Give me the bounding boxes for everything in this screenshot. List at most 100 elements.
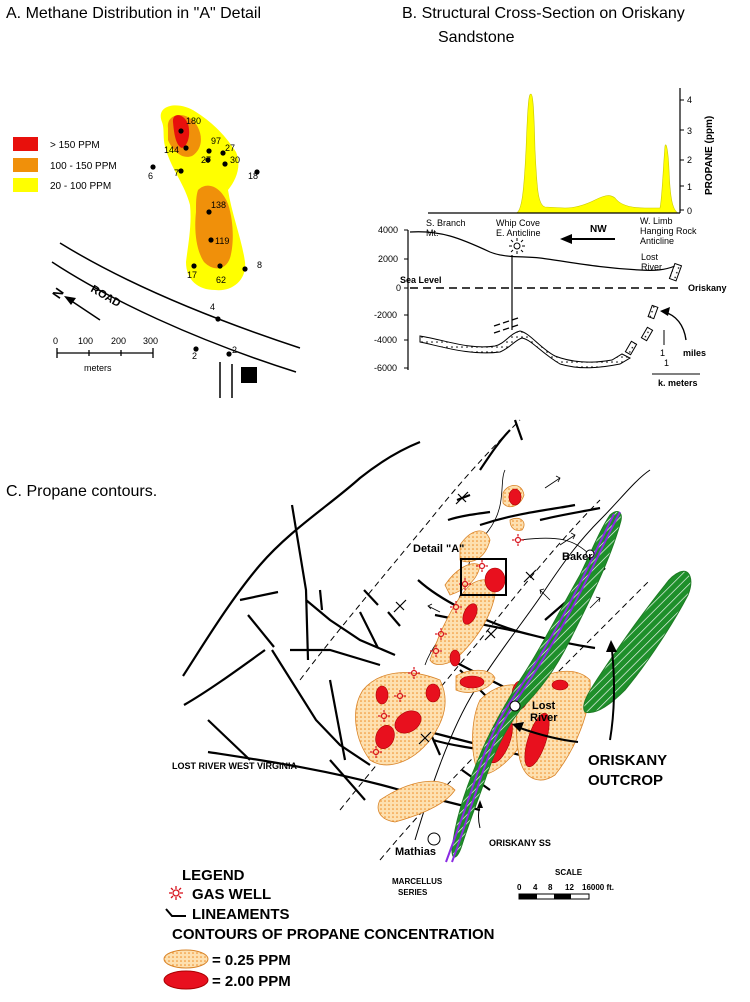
scale-tick: 16000 ft. (582, 883, 614, 892)
sample-point (208, 237, 214, 243)
sample-point (206, 148, 212, 154)
outcrop-arrows (477, 640, 617, 829)
panel-c-scale-bar: SCALE 0 4 8 12 16000 ft. (517, 868, 614, 900)
label-lost-river-wv: LOST RIVER WEST VIRGINIA (172, 761, 298, 771)
label-baker: Baker (562, 551, 593, 563)
depth-tick-label: 2000 (378, 254, 398, 264)
sample-point (220, 150, 226, 156)
panel-b-scale: 1 1 miles k. meters (652, 330, 706, 388)
sample-point (226, 351, 232, 357)
panel-a-title: A. Methane Distribution in "A" Detail (6, 5, 262, 22)
panel-b-title-line2: Sandstone (438, 29, 515, 46)
sample-label: 2 (232, 345, 237, 355)
sample-label: 6 (148, 171, 153, 181)
sample-label: 27 (225, 143, 235, 153)
sample-point (222, 161, 228, 167)
gas-well-icon (430, 645, 442, 657)
sample-label: 180 (186, 116, 201, 126)
scale-tick: 300 (143, 336, 158, 346)
propane-tick-label: 0 (687, 206, 692, 216)
legend-025-swatch (163, 949, 209, 969)
propane-ticks: 4 3 2 1 0 (680, 95, 692, 216)
lost-river-town-icon (509, 700, 521, 712)
panel-a: > 150 PPM 100 - 150 PPM 20 - 100 PPM (13, 105, 301, 398)
legend-200-label: = 2.00 PPM (212, 973, 291, 990)
panel-c-title: C. Propane contours. (6, 483, 158, 500)
legend-025-label: = 0.25 PPM (212, 952, 291, 969)
label-sea-level: Sea Level (400, 275, 442, 285)
panel-c: Detail "A" Baker Lost River ORISKANY OUT… (163, 419, 692, 990)
label-s-branch: S. Branch (426, 218, 466, 228)
label-detail-a: Detail "A" (413, 543, 464, 555)
inner-contour-line (519, 537, 591, 556)
fold-markers (393, 491, 537, 745)
propane-tick-label: 3 (687, 126, 692, 136)
label-lost-river-2: River (641, 262, 662, 272)
gas-well-icon (435, 628, 447, 640)
sample-point (193, 346, 199, 352)
depth-tick-label: -2000 (374, 310, 397, 320)
road-label: ROAD (89, 283, 123, 310)
depth-tick-label: -4000 (374, 335, 397, 345)
building (241, 367, 257, 383)
scale-km: k. meters (658, 378, 698, 388)
depth-tick-label: 0 (396, 283, 401, 293)
panel-b: 4 3 2 1 0 PROPANE (ppm) S. Branch Mt. Wh… (374, 88, 727, 388)
oriskany-fragments (624, 262, 683, 356)
panel-c-legend: LEGEND GAS WELL LINEAMENTS CONTOURS OF P… (163, 867, 495, 990)
surface-profile (409, 231, 676, 271)
scale-tick: 100 (78, 336, 93, 346)
detail-a-box (460, 558, 507, 596)
gas-well-icon (476, 560, 488, 572)
label-hanging-rock: Hanging Rock (640, 226, 697, 236)
methane-sample-labels: 180 144 97 27 27 30 6 7 18 138 119 17 62… (148, 116, 262, 361)
sample-point (150, 164, 156, 170)
gas-well-icon (378, 710, 390, 722)
panel-a-scale-bar: 0 100 200 300 meters (53, 336, 158, 373)
sample-point (242, 266, 248, 272)
legend-lineament-icon (165, 908, 186, 917)
scale-miles: miles (683, 348, 706, 358)
depth-tick-label: -6000 (374, 363, 397, 373)
scale-tick: 4 (533, 883, 538, 892)
methane-sample-points (150, 128, 260, 357)
label-oriskany-outcrop: ORISKANY (588, 752, 667, 769)
oriskany-arrow-icon (660, 307, 687, 341)
propane-tick-label: 1 (687, 182, 692, 192)
sample-label: 97 (211, 136, 221, 146)
sample-point (205, 157, 211, 163)
scale-tick: 0 (517, 883, 522, 892)
legend-swatch-mid (13, 158, 38, 172)
label-mathias: Mathias (395, 846, 436, 858)
north-label: N (49, 285, 67, 301)
direction-arrows (427, 475, 601, 613)
methane-legend: > 150 PPM 100 - 150 PPM 20 - 100 PPM (13, 137, 117, 192)
sample-label: 119 (215, 236, 229, 246)
legend-lineaments: LINEAMENTS (192, 906, 290, 923)
mathias-town-icon (427, 832, 441, 846)
sample-point (178, 128, 184, 134)
depth-ticks: 4000 2000 0 -2000 -4000 -6000 (374, 225, 408, 373)
sample-point (206, 209, 212, 215)
scale-tick: 200 (111, 336, 126, 346)
label-lost-river-town: Lost (532, 700, 556, 712)
scale-tick: 0 (53, 336, 58, 346)
propane-tick-label: 4 (687, 95, 692, 105)
scale-tick: 12 (565, 883, 574, 892)
label-oriskany-ss: ORISKANY SS (489, 838, 551, 848)
legend-swatch-low (13, 178, 38, 192)
gas-well-icon (408, 667, 420, 679)
sample-label: 62 (216, 275, 226, 285)
gas-well-icon (512, 534, 524, 546)
sample-point (254, 169, 260, 175)
label-nw: NW (590, 224, 607, 235)
label-lost-river: Lost (641, 252, 659, 262)
legend-label-high: > 150 PPM (50, 140, 100, 151)
sample-label: 8 (257, 260, 262, 270)
legend-200-swatch (163, 970, 209, 990)
sample-label: 4 (210, 302, 215, 312)
baker-town-icon (585, 549, 595, 559)
propane-axis-label: PROPANE (ppm) (704, 116, 715, 195)
depth-tick-label: 4000 (378, 225, 398, 235)
